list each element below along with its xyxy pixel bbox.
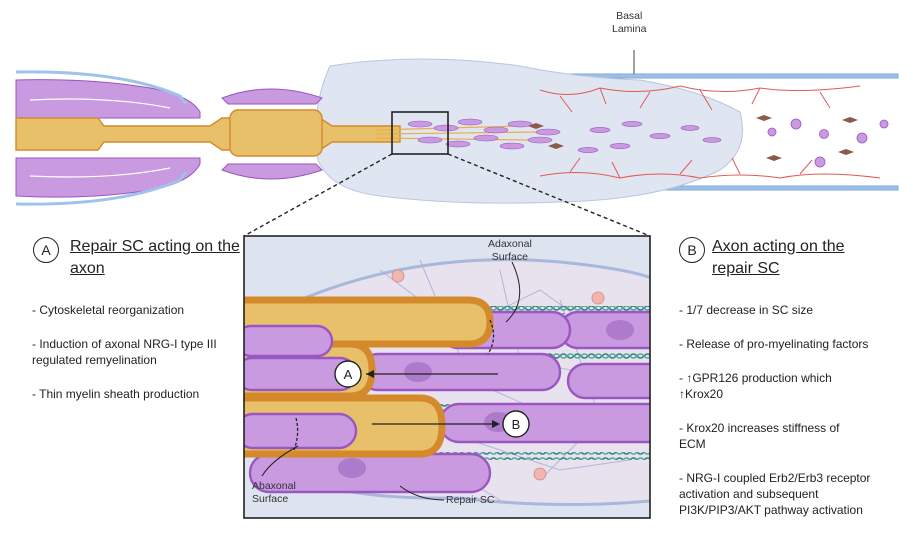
marker-a-circle bbox=[334, 360, 362, 388]
panel-a-item: - Thin myelin sheath production bbox=[32, 387, 200, 401]
inset-frame bbox=[243, 235, 651, 519]
injury-site bbox=[315, 58, 743, 204]
bands-of-bungner bbox=[407, 118, 722, 153]
panel-a-item: - Induction of axonal NRG-I type III reg… bbox=[32, 337, 217, 367]
nerve-overview bbox=[15, 50, 899, 237]
basal-lamina-label: Basal Lamina bbox=[612, 10, 647, 35]
panel-b-item: - ↑GPR126 production which ↑Krox20 bbox=[679, 371, 832, 401]
macrophages bbox=[528, 115, 858, 161]
panel-b-item: - Release of pro-myelinating factors bbox=[679, 337, 869, 351]
repair-sc-label: Repair SC bbox=[446, 494, 495, 506]
inset-zoom: A B bbox=[243, 235, 651, 519]
zoom-line-left bbox=[243, 153, 393, 237]
capillaries bbox=[539, 85, 881, 179]
marker-b-text: B bbox=[512, 417, 521, 432]
panel-a-list: - Cytoskeletal reorganization - Inductio… bbox=[32, 302, 237, 420]
panel-b-title: Axon acting on the repair SC bbox=[712, 238, 845, 277]
panel-b-item: - Krox20 increases stiffness of ECM bbox=[679, 421, 840, 451]
adaxonal-surface-label: Adaxonal Surface bbox=[488, 238, 532, 263]
panel-b-item: - 1/7 decrease in SC size bbox=[679, 303, 814, 317]
marker-a-text: A bbox=[344, 367, 353, 382]
panel-a-title: Repair SC acting on the axon bbox=[70, 238, 240, 277]
myelin-segment-middle bbox=[221, 88, 323, 180]
abaxonal-surface-label: Abaxonal Surface bbox=[252, 480, 296, 505]
zoom-box bbox=[391, 111, 449, 155]
panel-a-item: - Cytoskeletal reorganization bbox=[32, 303, 185, 317]
panel-a-badge: A bbox=[33, 237, 59, 263]
panel-b-list: - 1/7 decrease in SC size - Release of p… bbox=[679, 302, 901, 536]
panel-b-badge: B bbox=[679, 237, 705, 263]
myelin-debris bbox=[767, 118, 889, 168]
panel-b-item: - NRG-I coupled Erb2/Erb3 receptor activ… bbox=[679, 471, 871, 517]
marker-b-circle bbox=[502, 410, 530, 438]
zoom-line-right bbox=[447, 153, 651, 237]
myelin-segment-left bbox=[15, 70, 201, 206]
